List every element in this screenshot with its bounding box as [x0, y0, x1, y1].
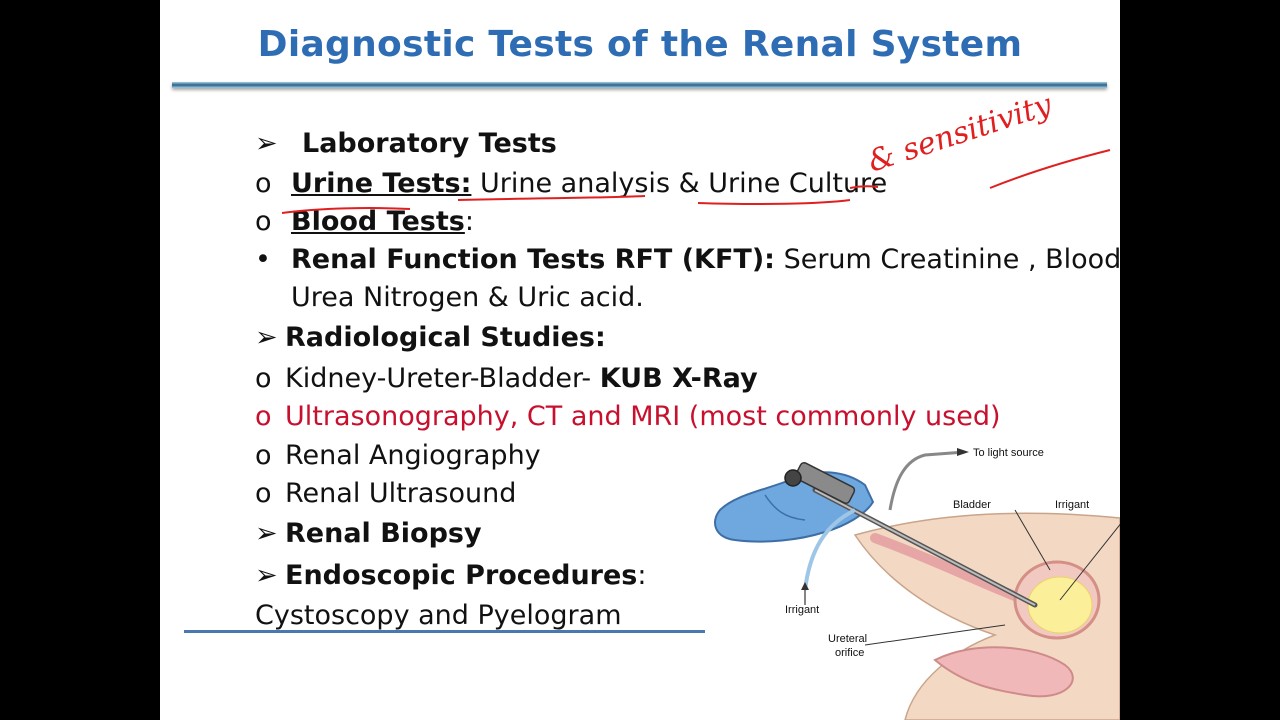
heading-endoscopic-procedures: Endoscopic Procedures — [285, 560, 638, 591]
light-cable — [888, 450, 966, 511]
irrigant-fluid — [1027, 576, 1093, 634]
blood-tests-heading: Blood Tests — [291, 206, 465, 237]
circle-bullet-icon: o — [255, 478, 272, 509]
circle-bullet-icon: o — [255, 363, 272, 394]
cystoscopy-line: Cystoscopy and Pyelogram — [255, 600, 622, 631]
bullet-kub-xray: o Kidney-Ureter-Bladder- KUB X-Ray — [255, 363, 758, 394]
arrow-bullet-icon: ➢ — [255, 128, 278, 159]
label-irrigant-right: Irrigant — [1055, 499, 1089, 511]
heading-laboratory-tests: Laboratory Tests — [302, 128, 557, 159]
bullet-renal-angiography: o Renal Angiography — [255, 440, 541, 471]
rectum-shape — [933, 646, 1074, 698]
bullet-laboratory-tests: ➢ Laboratory Tests — [255, 128, 557, 159]
circle-bullet-icon: o — [255, 401, 272, 432]
circle-bullet-icon: o — [255, 168, 272, 199]
arrow-bullet-icon: ➢ — [255, 560, 278, 591]
bullet-renal-biopsy: ➢Renal Biopsy — [255, 518, 482, 549]
renal-angiography-text: Renal Angiography — [285, 440, 541, 471]
bullet-urine-tests: o Urine Tests: Urine analysis & Urine Cul… — [255, 168, 887, 199]
urine-tests-text: Urine analysis & Urine Culture — [480, 168, 888, 199]
label-orifice: orifice — [835, 647, 864, 659]
bullet-radiological-studies: ➢Radiological Studies: — [255, 322, 606, 353]
cystoscope-body — [794, 461, 856, 505]
blood-tests-colon: : — [464, 206, 474, 237]
label-to-light-source: To light source — [973, 447, 1044, 459]
label-irrigant-left: Irrigant — [785, 604, 819, 616]
heading-radiological-studies: Radiological Studies: — [285, 322, 606, 353]
slide: Diagnostic Tests of the Renal System ➢ La… — [160, 0, 1120, 720]
label-ureteral: Ureteral — [828, 633, 867, 645]
urine-tests-heading: Urine Tests: — [291, 168, 472, 199]
bullet-renal-function-tests: • Renal Function Tests RFT (KFT): Serum C… — [255, 244, 1120, 275]
arrow-bullet-icon: ➢ — [255, 322, 278, 353]
ultrasonography-text: Ultrasonography, CT and MRI (most common… — [285, 401, 1001, 432]
bullet-ultrasonography: o Ultrasonography, CT and MRI (most commo… — [255, 401, 1001, 432]
underline-sensitivity — [989, 149, 1111, 189]
circle-bullet-icon: o — [255, 440, 272, 471]
kub-text: Kidney-Ureter-Bladder- — [285, 363, 600, 394]
arrow-bullet-icon: ➢ — [255, 518, 278, 549]
underline-urine-culture — [697, 199, 851, 205]
title-divider — [172, 82, 1107, 88]
irrigant-tube — [803, 508, 856, 591]
label-bladder: Bladder — [953, 499, 991, 511]
heading-renal-biopsy: Renal Biopsy — [285, 518, 482, 549]
cystoscopy-illustration: To light source Bladder Irrigant Irrigan… — [714, 447, 1120, 720]
handwritten-sensitivity: & sensitivity — [864, 87, 1057, 180]
rft-heading: Renal Function Tests RFT (KFT): — [291, 244, 775, 275]
bullet-renal-ultrasound: o Renal Ultrasound — [255, 478, 516, 509]
dot-bullet-icon: • — [255, 244, 271, 275]
renal-ultrasound-text: Renal Ultrasound — [285, 478, 517, 509]
bottom-divider — [184, 630, 705, 633]
bullet-endoscopic-procedures: ➢Endoscopic Procedures: — [255, 560, 646, 591]
kub-bold: KUB X-Ray — [599, 363, 758, 394]
circle-bullet-icon: o — [255, 206, 272, 237]
endoscopic-colon: : — [637, 560, 647, 591]
rft-text: Serum Creatinine , Blood — [783, 244, 1120, 275]
slide-title: Diagnostic Tests of the Renal System — [257, 24, 1023, 65]
rft-continuation: Urea Nitrogen & Uric acid. — [291, 282, 644, 313]
bullet-blood-tests: o Blood Tests: — [255, 206, 474, 237]
eyepiece — [784, 469, 802, 487]
